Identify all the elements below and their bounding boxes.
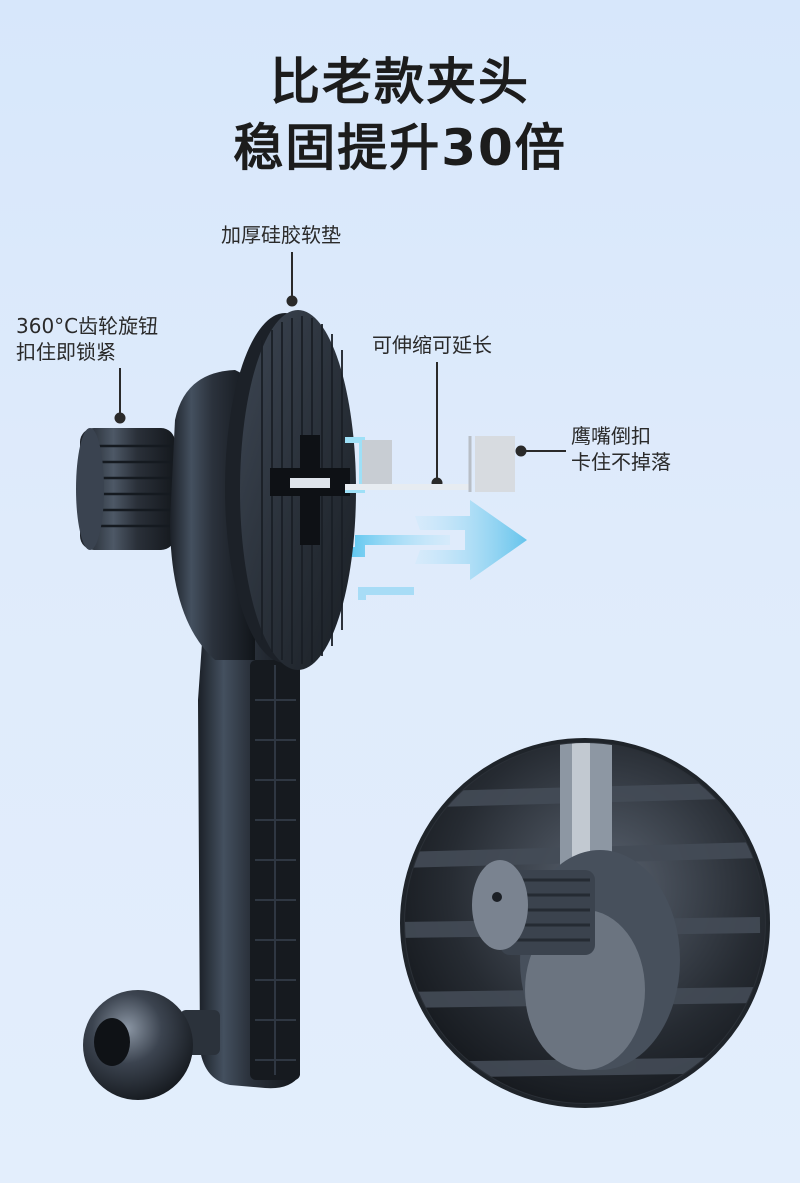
ball-joint: [83, 990, 220, 1100]
callout-knob-line-2: 扣住即锁紧: [16, 340, 116, 364]
callout-extend: 可伸缩可延长: [372, 333, 492, 357]
callout-knob-line-1: 360°C齿轮旋钮: [16, 314, 159, 338]
gear-knob: [76, 428, 175, 550]
vent-inset-photo: [400, 738, 770, 1108]
extend-arrows: [350, 500, 527, 600]
extension-clip: [345, 436, 515, 493]
callout-pad: 加厚硅胶软垫: [221, 223, 341, 247]
mount-arm: [198, 600, 300, 1089]
callout-hook-line-1: 鹰嘴倒扣: [571, 424, 651, 448]
callout-hook-line-2: 卡住不掉落: [571, 450, 671, 474]
silicone-pad: [225, 310, 356, 670]
headline-line-1: 比老款夹头: [270, 53, 530, 111]
callout-leader-lines: [114, 252, 566, 489]
headline-line-2: 稳固提升30倍: [233, 119, 567, 177]
